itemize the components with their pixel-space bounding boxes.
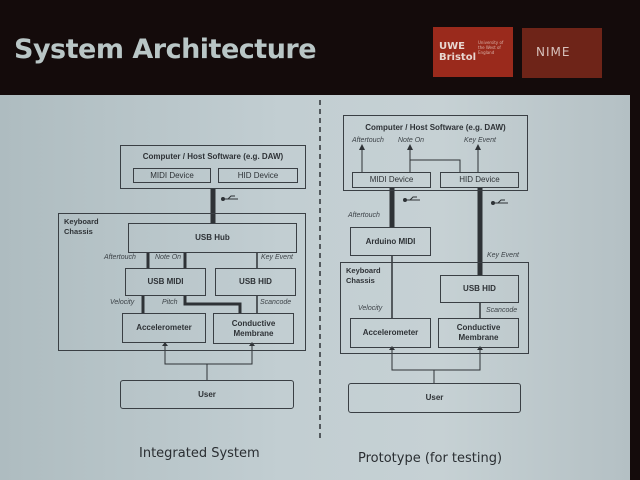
arrow-up-icon (475, 144, 481, 150)
left-host-box: Computer / Host Software (e.g. DAW) (120, 145, 306, 189)
nime-logo: NIME (522, 28, 602, 78)
right-chassis-label: Keyboard Chassis (346, 266, 381, 285)
caption-prototype: Prototype (for testing) (358, 451, 503, 466)
right-keyboard-chassis: Keyboard Chassis (340, 262, 529, 354)
label-scancode: Scancode (260, 299, 292, 306)
caption-integrated: Integrated System (139, 446, 260, 461)
right-accelerometer: Accelerometer (350, 318, 431, 348)
left-midi-device: MIDI Device (133, 168, 211, 183)
left-chassis-label: Keyboard Chassis (64, 217, 99, 236)
connector-user-right (391, 347, 481, 371)
connector-note-on-hid (410, 159, 461, 172)
arrow-up-icon (162, 342, 168, 346)
usb-icon (221, 195, 238, 201)
right-arduino-midi: Arduino MIDI (350, 227, 431, 256)
label-velocity: Velocity (358, 305, 383, 312)
right-hid-device: HID Device (440, 172, 519, 188)
arrow-up-icon (389, 346, 395, 350)
left-keyboard-chassis: Keyboard Chassis (58, 213, 306, 351)
left-user: User (120, 380, 294, 409)
label-scancode: Scancode (486, 307, 518, 314)
right-user: User (348, 383, 521, 413)
slide-canvas (0, 95, 630, 480)
label-key-event: Key Event (487, 252, 519, 259)
label-note-on-top: Note On (398, 137, 425, 144)
right-usb-hid: USB HID (440, 275, 519, 303)
right-host-box: Computer / Host Software (e.g. DAW) (343, 115, 528, 191)
label-velocity: Velocity (110, 299, 135, 306)
label-pitch: Pitch (162, 299, 178, 306)
label-key-event-top: Key Event (464, 137, 496, 144)
right-host-title: Computer / Host Software (e.g. DAW) (365, 123, 506, 132)
arrow-up-icon (407, 144, 413, 150)
usb-icon (491, 199, 508, 205)
arrow-up-icon (359, 144, 365, 150)
label-aftertouch: Aftertouch (348, 212, 380, 219)
left-accelerometer: Accelerometer (122, 313, 206, 343)
label-aftertouch-top: Aftertouch (352, 137, 384, 144)
label-aftertouch: Aftertouch (104, 254, 136, 261)
connector-pitch (183, 295, 242, 313)
label-note-on: Note On (155, 254, 182, 261)
left-host-title: Computer / Host Software (e.g. DAW) (142, 152, 284, 161)
uwe-logo-subtext: University of the West of England (478, 40, 504, 55)
uwe-logo-text: UWE Bristol (439, 41, 477, 63)
nime-logo-text: NIME (536, 45, 571, 59)
left-usb-midi: USB MIDI (125, 268, 206, 296)
connector-user-left (164, 343, 253, 365)
arrow-up-icon (249, 342, 255, 346)
usb-icon (403, 196, 420, 202)
arrow-up-icon (477, 346, 483, 350)
left-hid-device: HID Device (218, 168, 298, 183)
label-key-event: Key Event (261, 254, 293, 261)
right-conductive-membrane: Conductive Membrane (438, 318, 519, 348)
left-conductive-membrane: Conductive Membrane (213, 313, 294, 344)
left-usb-hub: USB Hub (128, 223, 297, 253)
left-usb-hid: USB HID (215, 268, 296, 296)
right-midi-device: MIDI Device (352, 172, 431, 188)
slide-title: System Architecture (14, 34, 317, 65)
